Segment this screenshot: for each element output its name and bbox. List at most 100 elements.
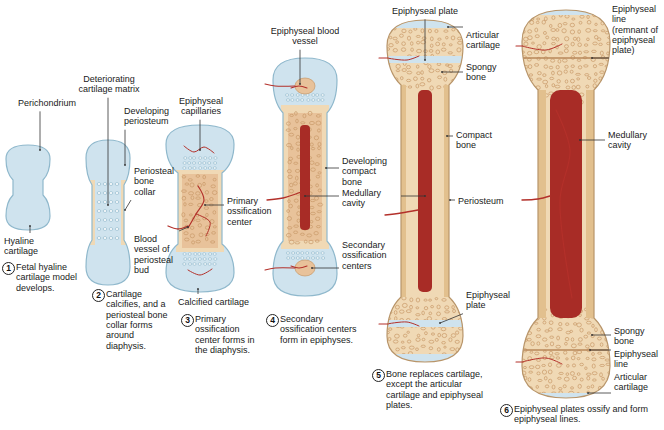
- articular-cartilage: [520, 393, 612, 398]
- spongy-bone-texture: [406, 79, 410, 81]
- spongy-bone-texture: [448, 52, 453, 54]
- part-label: Deteriorating cartilage matrix: [74, 74, 144, 95]
- spongy-bone-texture: [399, 310, 404, 313]
- spongy-bone-texture: [565, 342, 568, 345]
- spongy-bone-texture: [599, 63, 603, 65]
- part-label: Periosteum: [458, 196, 504, 206]
- epiphyseal-line: [522, 57, 610, 58]
- spongy-bone-texture: [289, 204, 293, 208]
- spongy-bone-texture: [452, 305, 455, 308]
- leader-line: [205, 205, 224, 206]
- calcified-cartilage-dot: [285, 94, 288, 96]
- spongy-bone-texture: [442, 71, 446, 75]
- calcified-cartilage-dot: [306, 257, 309, 259]
- spongy-bone-texture: [595, 328, 598, 332]
- bone-body: [166, 125, 234, 292]
- spongy-bone-texture: [406, 310, 411, 313]
- spongy-bone-texture: [318, 142, 321, 146]
- spongy-bone-texture: [298, 206, 300, 209]
- spongy-bone-texture: [545, 385, 548, 388]
- spongy-bone-texture: [548, 379, 551, 383]
- spongy-bone-texture: [606, 94, 609, 97]
- calcified-cartilage-dot: [203, 258, 206, 260]
- spongy-bone-texture: [394, 311, 397, 315]
- spongy-bone-texture: [578, 43, 582, 47]
- spongy-bone-texture: [316, 226, 320, 228]
- spongy-bone-texture: [196, 175, 200, 178]
- step-caption: Fetal hyaline cartilage model develops.: [16, 262, 84, 293]
- calcified-cartilage-dot: [296, 257, 299, 259]
- spongy-bone-texture: [578, 384, 581, 388]
- spongy-bone-texture: [571, 387, 574, 389]
- spongy-bone-texture: [564, 49, 568, 53]
- spongy-bone-texture: [563, 385, 566, 388]
- spongy-bone-texture: [592, 358, 596, 361]
- spongy-bone-texture: [205, 200, 208, 203]
- bone-edge: [387, 20, 463, 362]
- spongy-bone-texture: [435, 338, 438, 341]
- spongy-bone-texture: [585, 74, 589, 76]
- spongy-bone-texture: [577, 323, 582, 327]
- spongy-bone-texture: [289, 133, 294, 136]
- spongy-bone-texture: [608, 14, 611, 18]
- spongy-bone-texture: [315, 217, 319, 221]
- spongy-bone-texture: [570, 79, 574, 83]
- spongy-bone-texture: [444, 77, 447, 81]
- leader-line: [179, 227, 188, 231]
- spongy-bone-texture: [435, 298, 438, 300]
- spongy-bone-texture: [442, 318, 446, 321]
- spongy-bone-texture: [531, 310, 534, 313]
- spongy-bone-texture: [387, 29, 390, 33]
- spongy-bone-texture: [294, 231, 298, 234]
- spongy-bone-texture: [293, 182, 297, 185]
- spongy-bone-texture: [529, 371, 533, 373]
- spongy-bone-texture: [544, 377, 547, 380]
- spongy-bone-texture: [406, 65, 410, 68]
- step-number: 1: [6, 264, 11, 273]
- part-label: Epiphyseal blood vessel: [270, 26, 340, 47]
- spongy-bone-texture: [429, 299, 432, 301]
- spongy-bone-texture: [527, 320, 532, 323]
- calcified-cartilage-dot: [296, 94, 299, 96]
- deteriorating-matrix-dot: [109, 201, 113, 204]
- spongy-bone-texture: [428, 29, 431, 33]
- spongy-bone-texture: [552, 71, 555, 75]
- spongy-bone-texture: [524, 98, 528, 102]
- calcified-cartilage-dot: [193, 167, 196, 169]
- spongy-bone-texture: [587, 20, 591, 24]
- deteriorating-matrix-dot: [115, 183, 119, 186]
- spongy-bone-texture: [396, 70, 399, 72]
- step-number-circle: 1: [2, 262, 15, 275]
- leader-end: [29, 225, 31, 227]
- calcified-cartilage-dot: [214, 162, 217, 164]
- spongy-bone-texture: [605, 386, 608, 388]
- spongy-bone-texture: [289, 189, 294, 193]
- spongy-bone-texture: [407, 36, 410, 40]
- spongy-bone-texture: [438, 38, 441, 40]
- spongy-bone-texture: [410, 42, 413, 46]
- blood-vessel: [516, 45, 523, 46]
- medullary-cavity: [550, 90, 582, 318]
- calcified-cartilage-dot: [306, 252, 309, 254]
- calcified-cartilage-dot: [316, 94, 319, 96]
- spongy-bone-texture: [308, 111, 312, 115]
- part-label: Epiphyseal capillaries: [170, 96, 232, 117]
- leader-line: [447, 136, 453, 137]
- spongy-bone-texture: [425, 332, 428, 335]
- spongy-bone-texture: [571, 42, 574, 46]
- spongy-bone-texture: [395, 334, 400, 338]
- calcified-cartilage-dot: [183, 253, 186, 255]
- spongy-bone-texture: [287, 170, 291, 173]
- spongy-bone-texture: [570, 70, 573, 73]
- spongy-bone-texture: [400, 77, 403, 80]
- spongy-bone-texture: [317, 155, 321, 157]
- calcified-cartilage-dot: [184, 258, 187, 260]
- spongy-bone-texture: [388, 354, 391, 357]
- blood-vessel: [387, 56, 419, 60]
- spongy-bone-texture: [601, 30, 605, 32]
- spongy-bone-texture: [416, 298, 420, 302]
- deteriorating-matrix-dot: [109, 192, 113, 195]
- deteriorating-matrix-dot: [115, 192, 119, 195]
- spongy-bone-texture: [600, 356, 605, 358]
- calcified-cartilage-dot: [208, 167, 211, 169]
